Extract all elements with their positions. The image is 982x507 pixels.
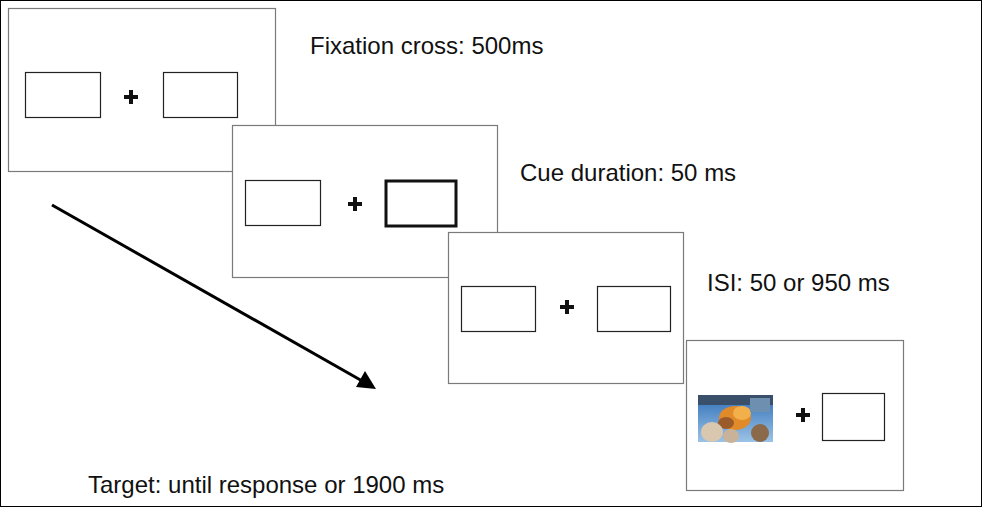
phase-label: ISI: 50 or 950 ms bbox=[707, 269, 890, 298]
placeholder-box bbox=[246, 181, 321, 226]
fixation-cross bbox=[796, 408, 810, 422]
arrow-head bbox=[356, 371, 376, 389]
screen-frame bbox=[449, 233, 684, 384]
target-photo bbox=[698, 395, 773, 443]
placeholder-box bbox=[462, 287, 536, 332]
axis-label: Target: until response or 1900 ms bbox=[88, 471, 444, 500]
target-screen bbox=[687, 341, 904, 491]
photo-sky bbox=[698, 395, 773, 442]
photo-fire bbox=[733, 406, 751, 420]
time-arrow bbox=[52, 205, 376, 389]
phase-label: Cue duration: 50 ms bbox=[520, 159, 736, 188]
placeholder-box bbox=[823, 394, 885, 441]
isi-screen bbox=[449, 233, 684, 384]
phase-label: Fixation cross: 500ms bbox=[310, 32, 543, 61]
photo-figure bbox=[701, 422, 723, 442]
placeholder-box bbox=[598, 287, 671, 332]
fixation-cross bbox=[560, 300, 574, 314]
placeholder-box bbox=[164, 73, 238, 118]
photo-figure bbox=[751, 424, 769, 442]
photo-smoke bbox=[719, 406, 751, 430]
photo-figure bbox=[723, 429, 739, 443]
photo-building bbox=[750, 398, 770, 412]
fixation-cross bbox=[124, 90, 138, 104]
arrow-shaft bbox=[52, 205, 364, 382]
screen-frame bbox=[687, 341, 904, 491]
fixation-cross bbox=[348, 197, 362, 211]
placeholder-box bbox=[26, 73, 101, 118]
cued-box bbox=[386, 181, 456, 226]
